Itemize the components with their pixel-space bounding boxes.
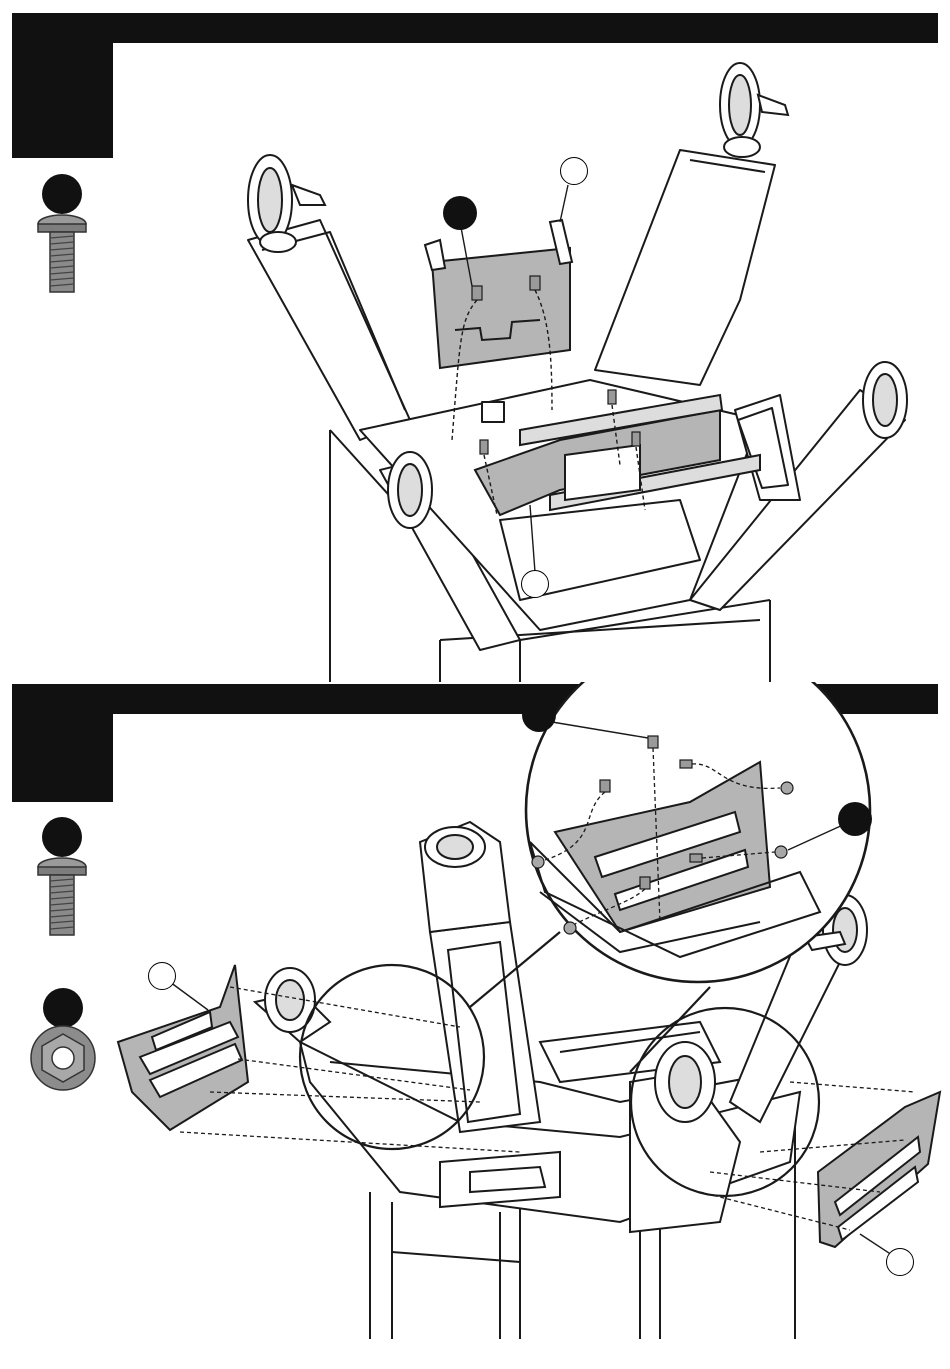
- assembly-step-1: [0, 0, 950, 682]
- bolt-callout: [443, 196, 477, 230]
- step-1-exploded-diagram: [0, 0, 950, 682]
- step-2-exploded-diagram: [0, 682, 950, 1369]
- bracket-callout: [560, 157, 588, 185]
- flange-nut-callout: [838, 802, 872, 836]
- bolt-callout: [522, 698, 556, 732]
- plate-callout: [521, 570, 549, 598]
- left-side-panel-callout: [148, 962, 176, 990]
- assembly-step-2: [0, 682, 950, 1369]
- right-side-panel-callout: [886, 1248, 914, 1276]
